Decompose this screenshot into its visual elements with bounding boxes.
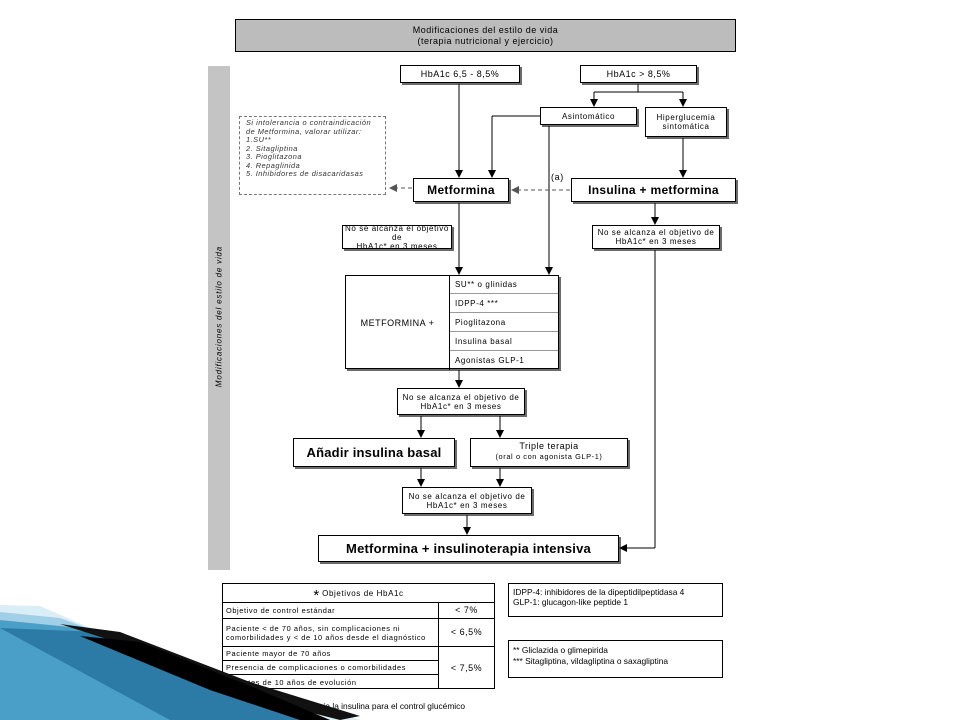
combo-option: IDPP-4 *** (450, 294, 558, 313)
hba1c-low-box: HbA1c 6,5 - 8,5% (400, 65, 520, 83)
legend-abbrev: IDPP-4: inhibidores de la dipeptidilpept… (508, 583, 723, 617)
combo-table: METFORMINA + SU** o glinidas IDPP-4 *** … (345, 275, 559, 370)
footnote: (a) Cuando no sea necesaria la insulina … (222, 701, 466, 711)
side-bar (208, 66, 230, 570)
triple-title: Triple terapia (519, 441, 579, 451)
combo-option: Insulina basal (450, 332, 558, 351)
header-box: Modificaciones del estilo de vida (terap… (235, 19, 736, 52)
objective-row-label: Presencia de complicaciones o comorbilid… (223, 661, 439, 675)
label-a: (a) (551, 172, 564, 182)
objective-row-value: < 7% (439, 603, 494, 619)
hba1c-high-box: HbA1c > 8,5% (580, 65, 697, 83)
triple-sub: (oral o con agonista GLP-1) (495, 452, 603, 461)
no-objective-right: No se alcanza el objetivo de HbA1c* en 3… (592, 225, 720, 249)
header-title: Modificaciones del estilo de vida (terap… (412, 24, 559, 46)
objective-row-label: Paciente < de 70 años, sin complicacione… (223, 619, 439, 647)
objective-row-label: Objetivo de control estándar (223, 603, 439, 619)
objective-row-value: < 7,5% (450, 662, 483, 673)
intensiva-box: Metformina + insulinoterapia intensiva (318, 535, 619, 562)
objectives-title: Objetivos de HbA1c (322, 588, 404, 598)
metformina-box: Metformina (413, 178, 509, 202)
no-objective-left: No se alcanza el objetivo de HbA1c* en 3… (342, 224, 452, 251)
objective-row-label: Paciente mayor de 70 años (223, 647, 439, 661)
objective-row-value: < 6,5% (439, 619, 494, 647)
no-objective-mid: No se alcanza el objetivo de HbA1c* en 3… (397, 388, 525, 415)
combo-option: Agonistas GLP-1 (455, 356, 525, 365)
combo-option: Pioglitazona (450, 313, 558, 332)
objectives-star: * (313, 586, 320, 604)
asintomatico-box: Asintomático (540, 107, 637, 125)
legend-drugs: ** Gliclazida o glimepirida *** Sitaglip… (508, 640, 723, 678)
combo-option: SU** o glinidas (450, 276, 558, 294)
intolerance-note: Si intolerancia o contraindicación de Me… (239, 116, 386, 195)
no-objective-bottom: No se alcanza el objetivo de HbA1c* en 3… (402, 487, 532, 514)
objective-row-label: Diabetes de 10 años de evolución (223, 675, 439, 689)
triple-terapia-box: Triple terapia (oral o con agonista GLP-… (470, 438, 628, 467)
anadir-insulina-box: Añadir insulina basal (293, 438, 455, 467)
objectives-table: * Objetivos de HbA1c Objetivo de control… (222, 583, 495, 689)
combo-options: SU** o glinidas IDPP-4 *** Pioglitazona … (450, 276, 558, 370)
combo-left-label: METFORMINA + (346, 276, 450, 370)
objectives-header: * Objetivos de HbA1c (223, 584, 494, 604)
hiperglucemia-box: Hiperglucemia sintomática (645, 107, 727, 137)
insulina-metformina-box: Insulina + metformina (571, 178, 736, 202)
